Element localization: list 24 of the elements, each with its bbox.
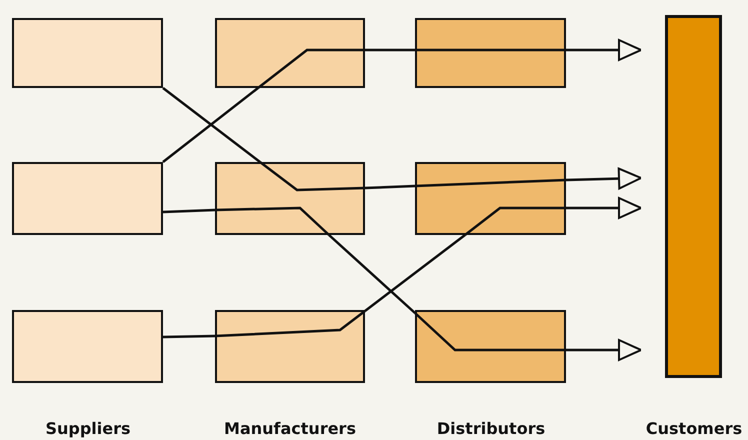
- stage-box: [12, 310, 163, 383]
- stage-box: [215, 18, 365, 88]
- flow-line: [162, 334, 216, 338]
- customers-bar: [665, 15, 722, 378]
- column-label: Distributors: [436, 419, 546, 438]
- stage-box: [215, 310, 365, 383]
- stage-box: [415, 162, 566, 235]
- stage-box: [215, 162, 365, 235]
- flow-line: [364, 234, 466, 312]
- arrow: [566, 168, 642, 190]
- column-label: Suppliers: [45, 419, 131, 438]
- stage-box: [415, 310, 566, 383]
- stage-box: [12, 18, 163, 88]
- stage-box: [415, 18, 566, 88]
- flow-line: [365, 48, 415, 52]
- column-label: Manufacturers: [224, 419, 356, 438]
- arrow: [566, 39, 642, 61]
- arrow: [566, 197, 642, 219]
- flow-line: [162, 208, 216, 214]
- stage-box: [12, 162, 163, 235]
- arrow: [566, 339, 642, 361]
- flow-line: [364, 184, 416, 190]
- column-label: Customers: [646, 419, 742, 438]
- flow-line: [328, 234, 416, 314]
